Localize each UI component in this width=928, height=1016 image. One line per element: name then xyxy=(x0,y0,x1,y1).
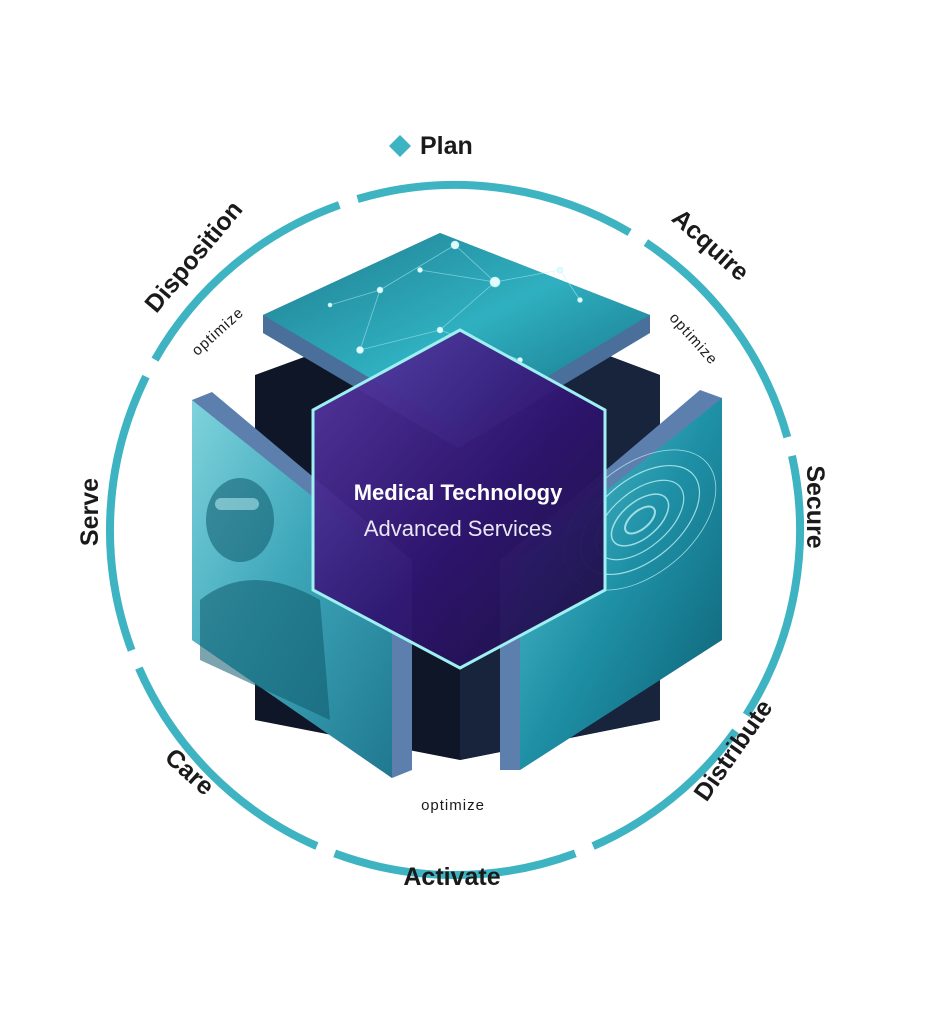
optimize-label-bottom: optimize xyxy=(421,797,485,814)
stage-label-activate: Activate xyxy=(403,863,500,891)
stage-label-acquire: Acquire xyxy=(666,204,754,287)
stage-label-distribute: Distribute xyxy=(689,695,779,807)
ring-segment xyxy=(333,849,577,880)
ring-segment xyxy=(106,374,150,652)
stage-label-secure: Secure xyxy=(801,465,829,548)
ring-segment xyxy=(643,239,792,439)
person-photo xyxy=(200,478,330,720)
ring-segment xyxy=(742,455,805,718)
right-panel xyxy=(520,398,722,770)
center-subtitle: Advanced Services xyxy=(364,516,552,541)
ring-segment xyxy=(135,666,319,850)
network-graphic xyxy=(327,240,583,363)
ring-segment xyxy=(591,728,739,850)
diamond-icon xyxy=(389,135,411,157)
lifecycle-ring xyxy=(106,180,805,880)
center-hexagon xyxy=(311,328,607,670)
ring-segment xyxy=(356,180,632,236)
optimize-label-top-right: optimize xyxy=(666,310,721,369)
stage-label-plan: Plan xyxy=(420,132,473,160)
center-title: Medical Technology xyxy=(354,480,563,505)
ring-segment xyxy=(151,201,341,362)
cube-illustration xyxy=(192,233,722,778)
stage-label-serve: Serve xyxy=(76,478,104,546)
optimize-label-top-left: optimize xyxy=(189,304,248,359)
